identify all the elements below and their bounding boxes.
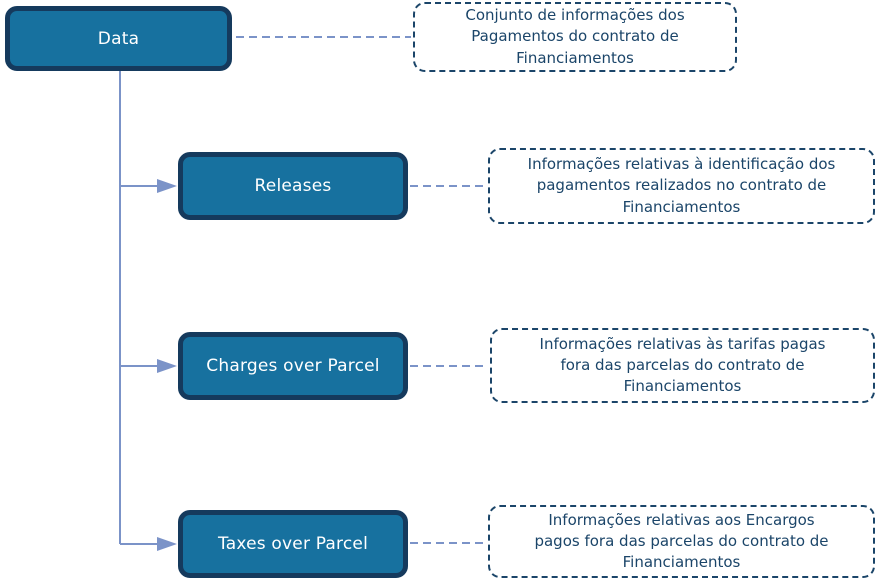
arrowhead-icon	[157, 179, 177, 193]
annotation-taxes: Informações relativas aos Encargos pagos…	[488, 505, 875, 578]
annotation-releases: Informações relativas à identificação do…	[488, 148, 875, 224]
annotation-releases-text: Informações relativas à identificação do…	[527, 155, 836, 216]
node-charges-over-parcel: Charges over Parcel	[178, 332, 408, 400]
annotation-taxes-text: Informações relativas aos Encargos pagos…	[534, 510, 829, 572]
node-releases-label: Releases	[254, 176, 332, 196]
annotation-data: Conjunto de informações dos Pagamentos d…	[413, 2, 737, 72]
node-taxes-label: Taxes over Parcel	[217, 534, 368, 554]
node-releases: Releases	[178, 152, 408, 220]
node-charges-label: Charges over Parcel	[206, 356, 380, 376]
node-data-label: Data	[97, 28, 140, 49]
node-taxes-over-parcel: Taxes over Parcel	[178, 510, 408, 578]
node-data: Data	[5, 6, 232, 71]
annotation-data-text: Conjunto de informações dos Pagamentos d…	[465, 6, 685, 67]
annotation-charges: Informações relativas às tarifas pagas f…	[490, 328, 875, 403]
annotation-charges-text: Informações relativas às tarifas pagas f…	[539, 334, 826, 396]
arrowhead-icon	[157, 359, 177, 373]
arrowhead-icon	[157, 537, 177, 551]
